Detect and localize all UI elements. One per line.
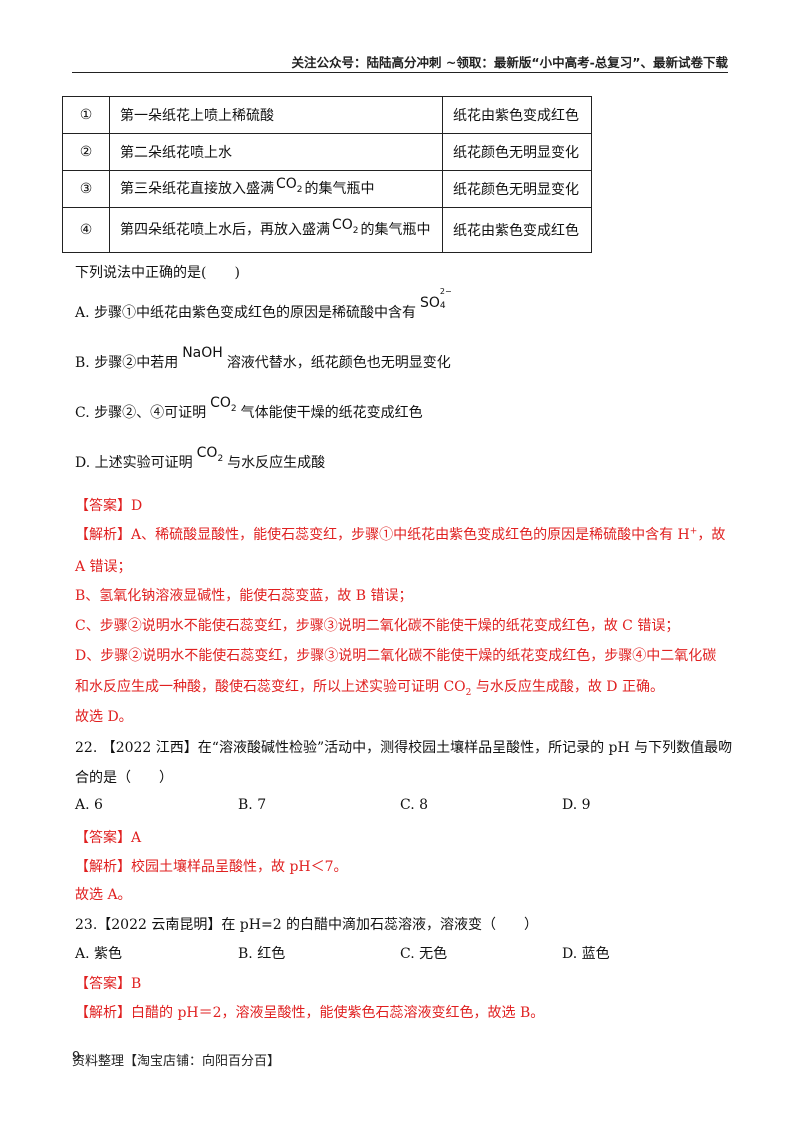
question-stem: 22. 【2022 江西】在“溶液酸碱性检验”活动中，测得校园土壤样品呈酸性，所… (75, 740, 733, 756)
naoh-formula: NaOH (182, 345, 223, 361)
option-b: B. 步骤②中若用NaOH溶液代替水，纸花颜色也无明显变化 (75, 345, 451, 371)
explanation-line: B、氢氧化钠溶液显碱性，能使石蕊变蓝，故 B 错误； (75, 588, 413, 604)
option-b: B. 7 (238, 797, 267, 813)
explanation-line: D、步骤②说明水不能使石蕊变红，步骤③说明二氧化碳不能使干燥的纸花变成红色，步骤… (75, 648, 717, 664)
explanation-line: 【解析】白醋的 pH＝2，溶液呈酸性，能使紫色石蕊溶液变红色，故选 B。 (75, 1005, 545, 1021)
question-stem: 下列说法中正确的是( ) (75, 265, 240, 281)
co2-formula: CO2 (210, 395, 237, 414)
option-a: A. 紫色 (75, 946, 123, 962)
option-b: B. 红色 (238, 946, 286, 962)
co2-formula: CO2 (276, 176, 303, 195)
experiment-table: ① 第一朵纸花上喷上稀硫酸 纸花由紫色变成红色 ② 第二朵纸花喷上水 纸花颜色无… (62, 96, 592, 253)
page-header: 关注公众号：陆陆高分冲刺 ~领取：最新版“小中高考-总复习”、最新试卷下载 (291, 55, 728, 70)
step-description: 第一朵纸花上喷上稀硫酸 (109, 96, 443, 134)
explanation-line: 和水反应生成一种酸，酸使石蕊变红，所以上述实验可证明 CO2 与水反应生成酸，故… (75, 679, 664, 698)
page-footer: 9 资料整理【淘宝店铺：向阳百分百】 (72, 1050, 280, 1069)
step-result: 纸花颜色无明显变化 (442, 170, 592, 208)
explanation-line: 故选 A。 (75, 887, 132, 903)
question-stem: 合的是（ ） (75, 770, 173, 786)
explanation-line: 【解析】A、稀硫酸显酸性，能使石蕊变红，步骤①中纸花由紫色变成红色的原因是稀硫酸… (75, 526, 726, 543)
explanation-line: A 错误； (75, 559, 132, 575)
step-number: ① (62, 96, 110, 134)
table-row: ② 第二朵纸花喷上水 纸花颜色无明显变化 (62, 133, 592, 171)
header-divider (72, 72, 728, 73)
option-d: D. 9 (562, 797, 591, 813)
answer-label: 【答案】B (75, 976, 142, 992)
option-c: C. 无色 (400, 946, 448, 962)
step-result: 纸花颜色无明显变化 (442, 133, 592, 171)
footer-text: 资料整理【淘宝店铺：向阳百分百】 (72, 1054, 281, 1069)
step-number: ③ (62, 170, 110, 208)
option-c: C. 8 (400, 797, 429, 813)
step-number: ② (62, 133, 110, 171)
step-result: 纸花由紫色变成红色 (442, 96, 592, 134)
question-stem: 23.【2022 云南昆明】在 pH=2 的白醋中滴加石蕊溶液，溶液变（ ） (75, 917, 539, 933)
co2-formula: CO2 (196, 445, 224, 464)
step-result: 纸花由紫色变成红色 (442, 207, 592, 253)
option-d: D. 蓝色 (562, 946, 610, 962)
option-a: A. 6 (75, 797, 103, 813)
answer-label: 【答案】D (75, 498, 143, 514)
step-description: 第二朵纸花喷上水 (109, 133, 443, 171)
explanation-line: 【解析】校园土壤样品呈酸性，故 pH＜7。 (75, 859, 348, 875)
page-number: 9 (72, 1050, 81, 1065)
answer-label: 【答案】A (75, 830, 142, 846)
step-number: ④ (62, 207, 110, 253)
explanation-line: C、步骤②说明水不能使石蕊变红，步骤③说明二氧化碳不能使干燥的纸花变成红色，故 … (75, 618, 680, 634)
table-row: ① 第一朵纸花上喷上稀硫酸 纸花由紫色变成红色 (62, 96, 592, 134)
explanation-line: 故选 D。 (75, 709, 133, 725)
co2-formula: CO2 (332, 217, 359, 236)
